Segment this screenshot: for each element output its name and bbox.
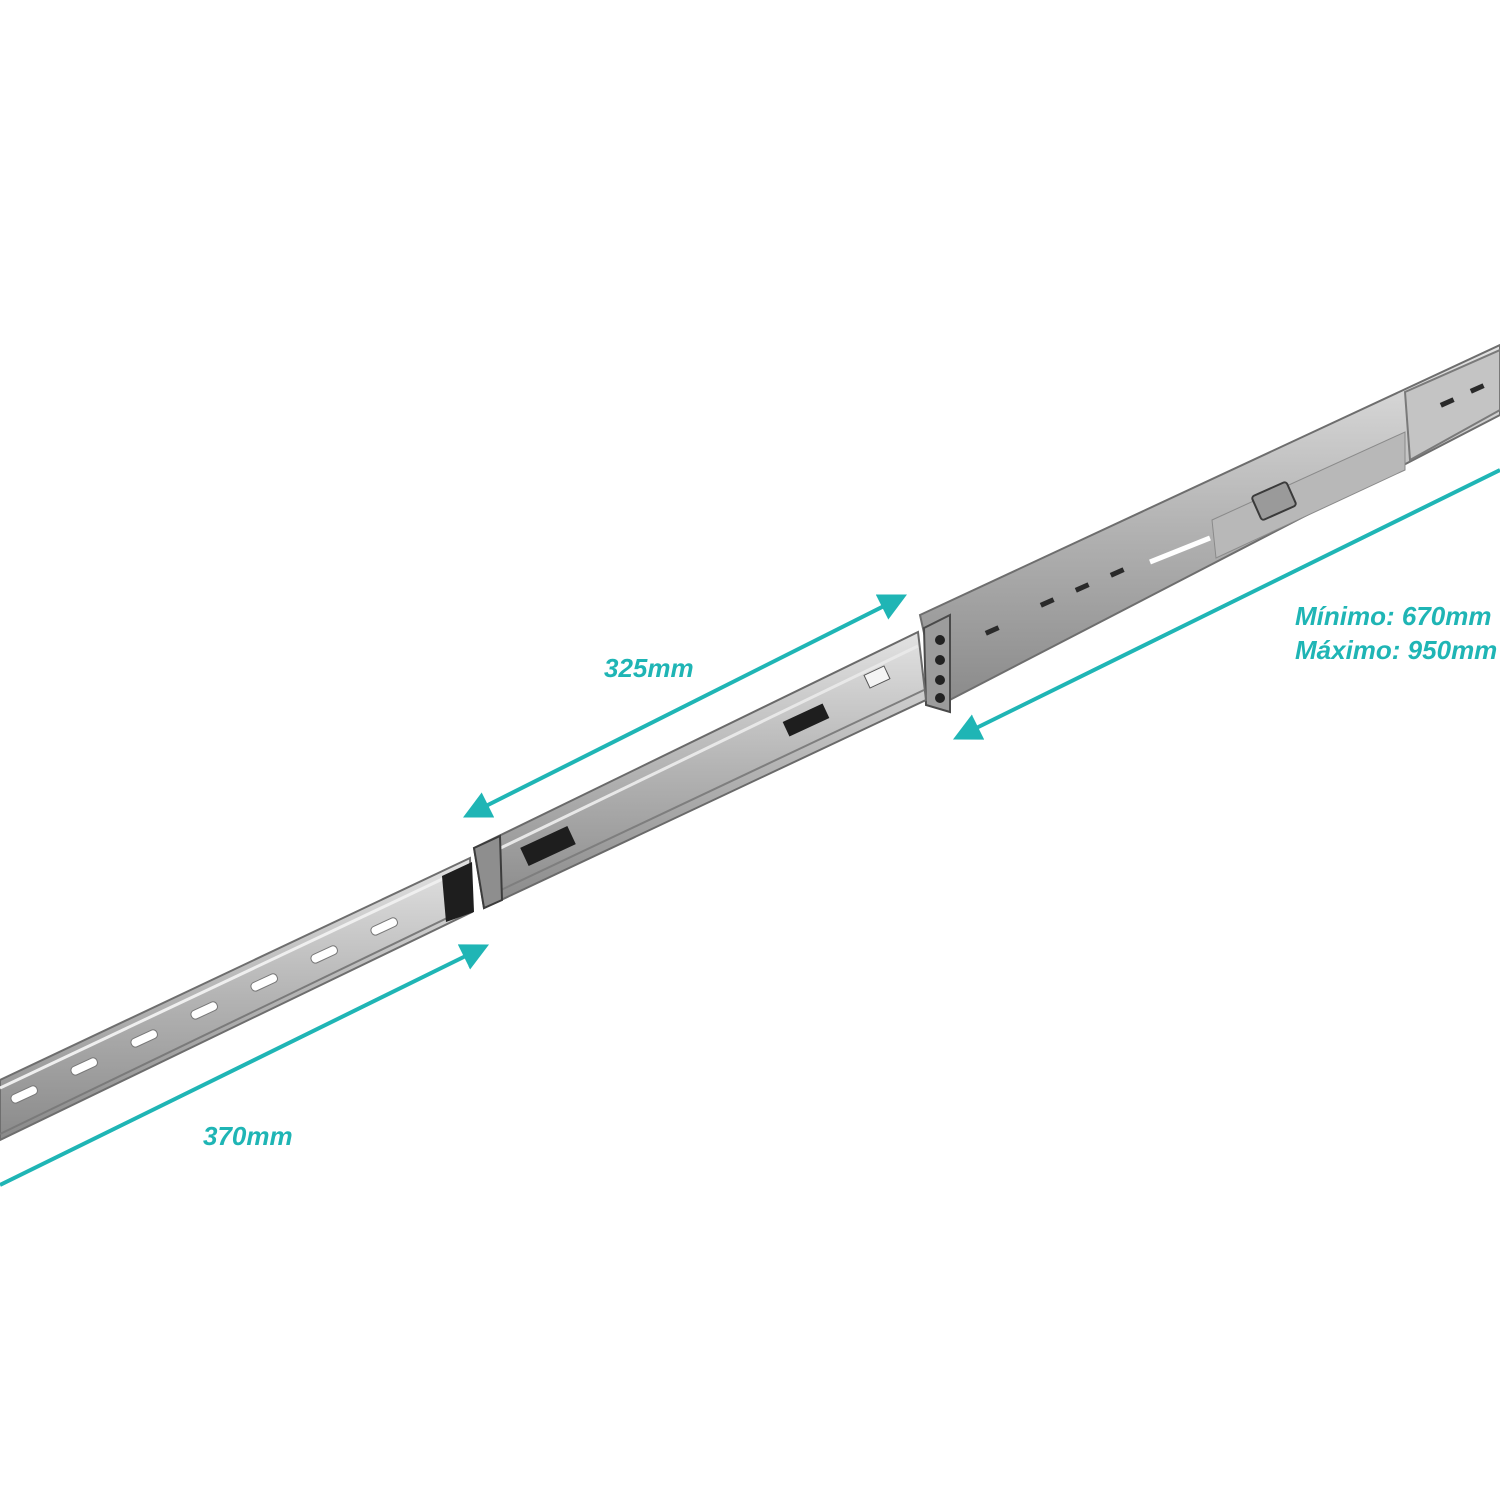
- label-middle-rail-length: 325mm: [604, 653, 694, 683]
- outer-rail-slot-highlight: [1149, 535, 1211, 565]
- arrow-325mm: [462, 594, 908, 818]
- arrow-670-950mm: [952, 468, 1500, 740]
- label-inner-rail-length: 370mm: [203, 1121, 293, 1151]
- dimension-arrows: [0, 468, 1500, 1187]
- inner-rail-release-tab: [442, 862, 474, 922]
- outer-rail-latch: [1251, 481, 1297, 521]
- outer-rail-step: [1211, 431, 1406, 559]
- inner-rail-bottom-edge: [0, 905, 473, 1135]
- arrow-370mm: [0, 944, 490, 1187]
- inner-rail-slots: [10, 917, 398, 1104]
- inner-rail-body: [0, 856, 474, 1142]
- outer-rail: [918, 343, 1500, 714]
- outer-rail-end-section: [1403, 348, 1500, 462]
- bracket-holes: [935, 635, 945, 703]
- outer-rail-slots: [984, 383, 1485, 636]
- middle-rail-top-edge: [479, 644, 919, 860]
- middle-rail-end-cap: [472, 834, 504, 910]
- label-maximum-length: Máximo: 950mm: [1295, 635, 1498, 665]
- middle-rail: [472, 630, 928, 910]
- middle-rail-bottom-edge: [483, 689, 925, 899]
- inner-rail-top-edge: [0, 864, 471, 1090]
- middle-rail-latch-window: [520, 825, 576, 867]
- inner-rail: [0, 856, 474, 1142]
- label-minimum-length: Mínimo: 670mm: [1295, 601, 1492, 631]
